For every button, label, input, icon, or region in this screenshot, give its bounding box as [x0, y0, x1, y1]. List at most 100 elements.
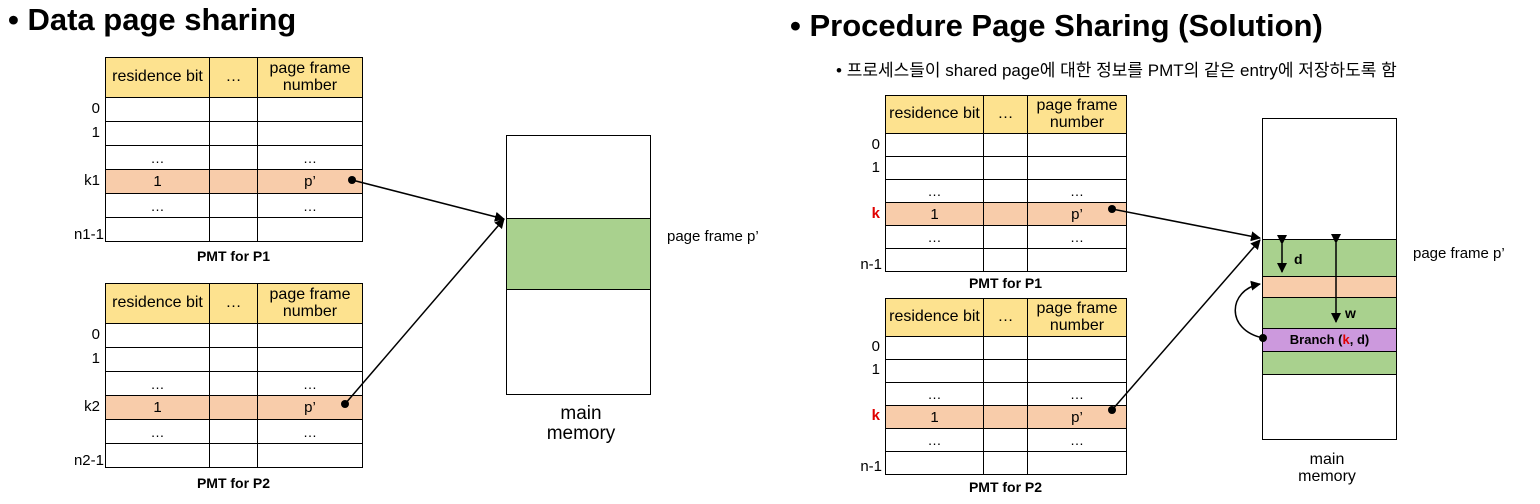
- right-title-text: Procedure Page Sharing (Solution): [809, 8, 1323, 43]
- cell: [885, 336, 984, 360]
- row-label: k1: [84, 172, 100, 189]
- memory-label-line: memory: [546, 422, 616, 444]
- table-row: ……: [105, 145, 363, 170]
- cell: [105, 443, 210, 468]
- table-row: [885, 336, 1127, 360]
- branch-instruction: Branch (k, d): [1263, 328, 1396, 351]
- header-page-frame-number: page frame number: [1027, 95, 1127, 134]
- table-row: [105, 347, 363, 372]
- header-ellipsis: …: [983, 95, 1028, 134]
- cell: …: [105, 145, 210, 170]
- cell: [983, 225, 1028, 249]
- cell: …: [105, 419, 210, 444]
- cell: [1027, 451, 1127, 475]
- cell: [885, 451, 984, 475]
- table-row: ……: [885, 179, 1127, 203]
- cell: [209, 347, 258, 372]
- right-pmt-p2-caption: PMT for P2: [968, 479, 1043, 495]
- row-label: 1: [91, 350, 100, 367]
- row-label-key: k: [871, 205, 880, 222]
- cell: …: [1027, 382, 1127, 406]
- row-label: k2: [84, 398, 100, 415]
- header-page-frame-number: page frame number: [257, 57, 363, 98]
- header-residence-bit: residence bit: [105, 57, 210, 98]
- pmt-header-row: residence bit … page frame number: [885, 95, 1127, 134]
- cell: [257, 443, 363, 468]
- cell: …: [1027, 225, 1127, 249]
- pointer-arrow: [1111, 239, 1261, 411]
- left-page-frame-label: page frame p’: [667, 228, 759, 245]
- header-residence-bit: residence bit: [105, 283, 210, 324]
- row-label: n-1: [860, 256, 882, 273]
- right-memory-label: main memory: [1272, 451, 1382, 486]
- branch-text: , d): [1349, 332, 1370, 347]
- cell: [209, 371, 258, 396]
- pointer-arrow: [351, 179, 505, 222]
- table-row-shared: 1 p’: [105, 169, 363, 194]
- left-pmt-p1-caption: PMT for P1: [196, 248, 271, 264]
- pointer-arrow: [344, 218, 505, 405]
- row-label: n-1: [860, 458, 882, 475]
- cell: [209, 217, 258, 242]
- header-page-frame-number: page frame number: [257, 283, 363, 324]
- frame-segment-middle: [1263, 297, 1396, 328]
- cell: [983, 248, 1028, 272]
- row-label: 1: [871, 361, 880, 378]
- row-label: n1-1: [73, 226, 104, 243]
- left-pmt-p2-caption: PMT for P2: [196, 475, 271, 491]
- memory-label-line: main: [560, 403, 602, 424]
- right-title: • Procedure Page Sharing (Solution): [790, 8, 1323, 44]
- cell: [209, 121, 258, 146]
- row-label: 0: [91, 326, 100, 343]
- row-label-key: k: [871, 407, 880, 424]
- table-row: [885, 156, 1127, 180]
- memory-label-line: main: [1309, 451, 1345, 468]
- bullet-glyph: •: [8, 2, 19, 37]
- branch-key: k: [1342, 332, 1350, 347]
- cell: …: [885, 179, 984, 203]
- table-row: [105, 97, 363, 122]
- cell: [209, 97, 258, 122]
- cell: [209, 323, 258, 348]
- cell: [983, 451, 1028, 475]
- cell: [885, 248, 984, 272]
- cell: [885, 156, 984, 180]
- offset-d-label: d: [1294, 251, 1303, 267]
- cell: [209, 193, 258, 218]
- table-row: ……: [885, 382, 1127, 406]
- header-residence-bit: residence bit: [885, 298, 984, 337]
- header-ellipsis: …: [983, 298, 1028, 337]
- branch-text: Branch (: [1289, 332, 1343, 347]
- left-memory-label: main memory: [526, 404, 636, 444]
- cell: [1027, 248, 1127, 272]
- row-label: 0: [91, 100, 100, 117]
- cell: [885, 133, 984, 157]
- cell: [105, 217, 210, 242]
- table-row: [885, 451, 1127, 475]
- bullet-glyph: •: [790, 8, 801, 43]
- row-label: n2-1: [73, 452, 104, 469]
- pmt-header-row: residence bit … page frame number: [105, 57, 363, 98]
- header-residence-bit: residence bit: [885, 95, 984, 134]
- row-label: 0: [871, 338, 880, 355]
- left-main-memory: [506, 135, 651, 395]
- cell: [257, 217, 363, 242]
- cell: …: [885, 382, 984, 406]
- right-subtitle: • 프로세스들이 shared page에 대한 정보를 PMT의 같은 ent…: [836, 56, 1397, 81]
- table-row: [885, 133, 1127, 157]
- cell: 1: [105, 169, 210, 194]
- cell: [983, 405, 1028, 429]
- header-ellipsis: …: [209, 57, 258, 98]
- memory-label-line: memory: [1298, 467, 1356, 485]
- cell: p’: [257, 169, 363, 194]
- right-page-frame-label: page frame p’: [1413, 245, 1505, 262]
- header-ellipsis: …: [209, 283, 258, 324]
- row-label: 1: [871, 159, 880, 176]
- right-main-memory: Branch (k, d): [1262, 118, 1397, 440]
- header-page-frame-number: page frame number: [1027, 298, 1127, 337]
